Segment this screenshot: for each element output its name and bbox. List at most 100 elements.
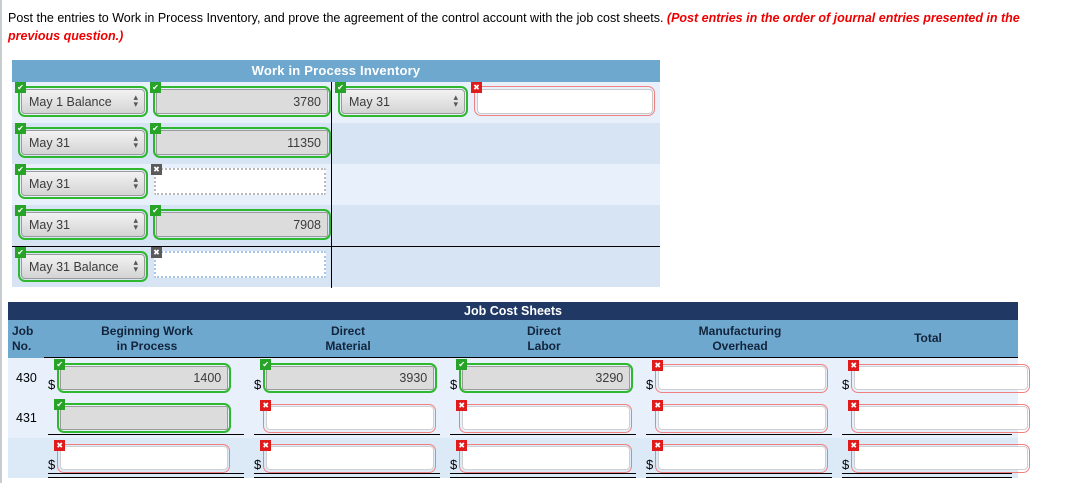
wip-account-select-field[interactable]: ✔May 31▴▾ xyxy=(15,123,148,158)
jcs-amount-cell: $✖ xyxy=(446,438,642,478)
cell-double-underline xyxy=(842,473,1012,478)
jcs-amount-field[interactable]: ✖ xyxy=(652,399,829,433)
select-wrapper[interactable]: May 31▴▾ xyxy=(21,130,145,155)
jcs-amount-cell: $✖ xyxy=(642,438,838,478)
jcs-amount-field[interactable]: ✖ xyxy=(848,359,1031,393)
wip-account-select-field[interactable]: ✔May 31▴▾ xyxy=(15,164,148,199)
jcs-amount-input-r0-c3[interactable] xyxy=(657,366,826,390)
wip-account-select-field[interactable]: ✔May 31 Balance▴▾ xyxy=(15,247,148,282)
select-wrapper[interactable]: May 31▴▾ xyxy=(341,89,465,114)
wip-account-select-field[interactable]: ✔May 1 Balance▴▾ xyxy=(15,82,148,117)
header-line-2: No. xyxy=(12,339,32,353)
wip-amount-field[interactable]: ✖ xyxy=(151,247,326,278)
jcs-amount-cell: $✖ xyxy=(250,398,446,438)
jcs-amount-field[interactable]: ✖ xyxy=(848,399,1031,433)
select-wrapper[interactable]: May 31 Balance▴▾ xyxy=(21,254,145,279)
jcs-amount-field[interactable]: ✖ xyxy=(260,399,437,433)
validation-shell: May 31▴▾ xyxy=(18,209,148,240)
wip-date-select-l4[interactable]: May 31 Balance xyxy=(21,254,145,279)
validation-shell xyxy=(153,86,331,117)
jcs-table-body: 430$✔$✔$✔$✖$✖431$✔$✖$✖$✖$✖$✖$✖$✖$✖$✖ xyxy=(8,358,1031,478)
wip-amount-input-r0[interactable] xyxy=(476,88,653,114)
cell-underline xyxy=(842,434,1012,435)
jcs-amount-field[interactable]: ✖ xyxy=(652,439,829,473)
jcs-amount-input-r2-c3[interactable] xyxy=(657,446,826,470)
jcs-amount-input-r0-c1[interactable] xyxy=(266,366,435,390)
currency-symbol: $ xyxy=(254,377,262,392)
jcs-amount-input-r0-c2[interactable] xyxy=(462,366,631,390)
jcs-amount-input-r2-c2[interactable] xyxy=(461,446,630,470)
jcs-amount-field[interactable]: ✖ xyxy=(652,359,829,393)
wip-amount-input-l3[interactable] xyxy=(156,212,328,237)
wip-account-select-field[interactable]: ✔May 31▴▾ xyxy=(15,205,148,240)
wip-credit-cell xyxy=(332,164,660,205)
validation-shell: May 1 Balance▴▾ xyxy=(18,86,148,117)
wip-date-select-l1[interactable]: May 31 xyxy=(21,130,145,155)
correct-check-icon: ✔ xyxy=(15,82,26,93)
jcs-amount-field[interactable]: ✖ xyxy=(260,439,437,473)
jcs-amount-field[interactable]: ✖ xyxy=(456,439,633,473)
jcs-amount-field[interactable]: ✖ xyxy=(848,439,1031,473)
jcs-amount-input-r0-c0[interactable] xyxy=(60,366,229,390)
jcs-amount-input-r1-c1[interactable] xyxy=(265,406,434,430)
jcs-amount-input-r2-c4[interactable] xyxy=(853,446,1028,470)
jcs-amount-field[interactable]: ✔ xyxy=(54,359,232,393)
jcs-amount-field[interactable]: ✖ xyxy=(54,439,231,473)
validation-shell xyxy=(263,403,437,433)
wip-date-select-r0[interactable]: May 31 xyxy=(341,89,465,114)
jcs-amount-input-r1-c0[interactable] xyxy=(60,406,229,430)
wip-date-select-l3[interactable]: May 31 xyxy=(21,212,145,237)
jcs-job-number-cell xyxy=(8,438,44,478)
select-wrapper[interactable]: May 31▴▾ xyxy=(21,171,145,196)
wip-amount-input-l2[interactable] xyxy=(154,168,326,195)
select-wrapper[interactable]: May 31▴▾ xyxy=(21,212,145,237)
wip-row: ✔May 31 Balance▴▾✖ xyxy=(12,246,660,288)
header-line-2: Labor xyxy=(527,338,561,353)
wip-row: ✔May 31▴▾✖ xyxy=(12,164,660,205)
wip-date-select-l0[interactable]: May 1 Balance xyxy=(21,89,145,114)
cell-underline xyxy=(646,434,832,435)
validation-shell xyxy=(154,251,326,278)
wip-amount-field[interactable]: ✔ xyxy=(150,123,331,158)
jcs-amount-field[interactable]: ✔ xyxy=(260,359,438,393)
wip-account-select-field[interactable]: ✔May 31▴▾ xyxy=(335,82,468,117)
wip-credit-cell xyxy=(332,247,660,288)
currency-symbol: $ xyxy=(450,457,458,472)
jcs-amount-input-r1-c4[interactable] xyxy=(853,406,1028,430)
work-in-process-inventory-table: Work in Process Inventory ✔May 1 Balance… xyxy=(12,60,660,288)
wip-amount-input-l4[interactable] xyxy=(154,251,326,278)
jcs-amount-field[interactable]: ✔ xyxy=(54,399,232,433)
jcs-amount-input-r1-c3[interactable] xyxy=(657,406,826,430)
wip-credit-cell: ✔May 31▴▾✖ xyxy=(332,82,660,123)
jcs-amount-cell: $✔ xyxy=(250,358,446,398)
select-wrapper[interactable]: May 1 Balance▴▾ xyxy=(21,89,145,114)
jcs-amount-field[interactable]: ✔ xyxy=(456,359,634,393)
jcs-amount-input-r2-c0[interactable] xyxy=(59,446,228,470)
header-line-2: Overhead xyxy=(712,338,768,353)
header-line-1: Job xyxy=(12,324,34,339)
wip-amount-field[interactable]: ✔ xyxy=(150,205,331,240)
wip-date-select-l2[interactable]: May 31 xyxy=(21,171,145,196)
jcs-table-row: $✖$✖$✖$✖$✖ xyxy=(8,438,1031,478)
wip-amount-field[interactable]: ✖ xyxy=(151,164,326,195)
jcs-amount-input-r1-c2[interactable] xyxy=(461,406,630,430)
prompt-emphasis: (Post entries in the order of journal en… xyxy=(8,11,1020,43)
wip-amount-field[interactable]: ✖ xyxy=(471,82,655,116)
validation-shell xyxy=(474,86,655,116)
wip-amount-input-l1[interactable] xyxy=(156,130,328,155)
header-line-1: Beginning Work xyxy=(101,323,193,338)
validation-shell xyxy=(57,443,231,473)
jcs-amount-input-r2-c1[interactable] xyxy=(265,446,434,470)
incorrect-cross-icon: ✖ xyxy=(848,359,860,371)
wip-debit-cell: ✔May 1 Balance▴▾✔ xyxy=(12,82,332,123)
cell-double-underline xyxy=(646,473,832,478)
jcs-amount-field[interactable]: ✖ xyxy=(456,399,633,433)
wip-amount-input-l0[interactable] xyxy=(156,89,328,114)
wip-amount-field[interactable]: ✔ xyxy=(150,82,331,117)
validation-shell xyxy=(459,363,634,393)
wip-row: ✔May 1 Balance▴▾✔✔May 31▴▾✖ xyxy=(12,82,660,123)
jcs-amount-input-r0-c4[interactable] xyxy=(853,366,1028,390)
